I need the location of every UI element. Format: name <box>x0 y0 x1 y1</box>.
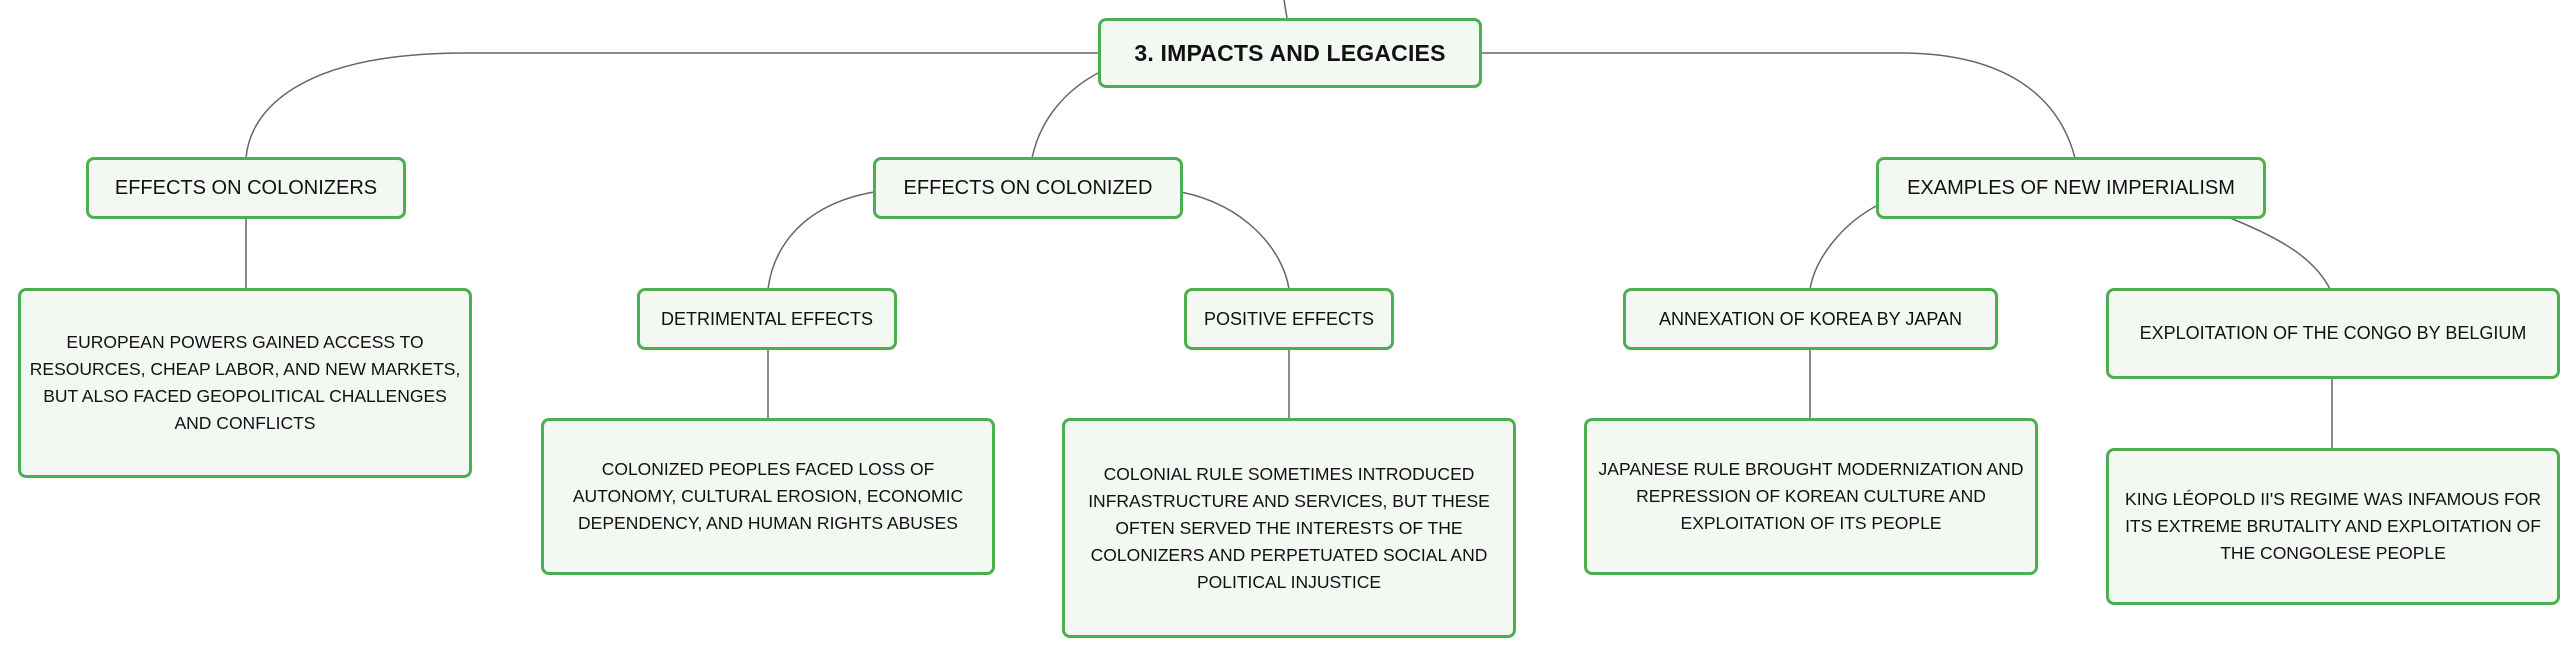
connector-imperialism-congo <box>2229 217 2331 290</box>
subtopic-label: POSITIVE EFFECTS <box>1203 308 1375 329</box>
connector-root-imperialism <box>1481 52 2076 159</box>
detail-text: KING LÉOPOLD II'S REGIME WAS INFAMOUS FO… <box>2125 489 2541 563</box>
detail-detrimental-effects[interactable]: COLONIZED PEOPLES FACED LOSS OF AUTONOMY… <box>541 418 995 575</box>
detail-effects-on-colonizers[interactable]: EUROPEAN POWERS GAINED ACCESS TO RESOURC… <box>18 288 472 478</box>
topic-effects-on-colonizers[interactable]: EFFECTS ON COLONIZERS <box>86 157 406 219</box>
topic-effects-on-colonized[interactable]: EFFECTS ON COLONIZED <box>873 157 1183 219</box>
topic-examples-of-new-imperialism[interactable]: EXAMPLES OF NEW IMPERIALISM <box>1876 157 2266 219</box>
subtopic-label: ANNEXATION OF KOREA BY JAPAN <box>1658 308 1963 329</box>
connector-imperialism-korea <box>1809 204 1879 290</box>
connector-root-colonizers <box>245 52 1100 159</box>
connector-colonized-detrimental <box>767 191 875 290</box>
detail-exploitation-of-congo[interactable]: KING LÉOPOLD II'S REGIME WAS INFAMOUS FO… <box>2106 448 2560 605</box>
topic-label: EFFECTS ON COLONIZED <box>903 176 1153 199</box>
subtopic-annexation-of-korea[interactable]: ANNEXATION OF KOREA BY JAPAN <box>1623 288 1998 350</box>
subtopic-exploitation-of-congo[interactable]: EXPLOITATION OF THE CONGO BY BELGIUM <box>2106 288 2560 379</box>
detail-text: EUROPEAN POWERS GAINED ACCESS TO RESOURC… <box>29 332 461 433</box>
detail-text: JAPANESE RULE BROUGHT MODERNIZATION AND … <box>1598 459 2024 533</box>
connector-root-colonized <box>1031 71 1101 159</box>
detail-annexation-of-korea[interactable]: JAPANESE RULE BROUGHT MODERNIZATION AND … <box>1584 418 2038 575</box>
detail-text: COLONIAL RULE SOMETIMES INTRODUCED INFRA… <box>1088 463 1490 592</box>
topic-label: EXAMPLES OF NEW IMPERIALISM <box>1907 176 2235 199</box>
topic-label: EFFECTS ON COLONIZERS <box>114 176 378 199</box>
root-node[interactable]: 3. IMPACTS AND LEGACIES <box>1098 18 1482 88</box>
subtopic-positive-effects[interactable]: POSITIVE EFFECTS <box>1184 288 1394 350</box>
connector-root-parent <box>1283 0 1288 19</box>
connector-colonized-positive <box>1180 191 1290 290</box>
root-label: 3. IMPACTS AND LEGACIES <box>1134 39 1446 66</box>
subtopic-detrimental-effects[interactable]: DETRIMENTAL EFFECTS <box>637 288 897 350</box>
subtopic-label: DETRIMENTAL EFFECTS <box>660 308 873 329</box>
detail-text: COLONIZED PEOPLES FACED LOSS OF AUTONOMY… <box>572 459 964 533</box>
subtopic-label: EXPLOITATION OF THE CONGO BY BELGIUM <box>2139 323 2527 343</box>
detail-positive-effects[interactable]: COLONIAL RULE SOMETIMES INTRODUCED INFRA… <box>1062 418 1516 638</box>
